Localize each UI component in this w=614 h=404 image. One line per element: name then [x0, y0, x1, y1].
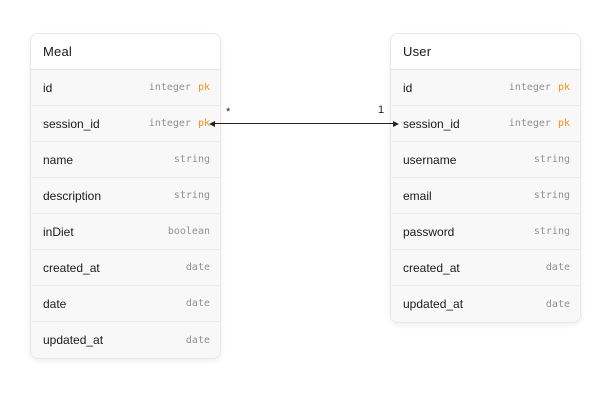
field-meta: string [174, 154, 210, 165]
field-meta: string [534, 154, 570, 165]
field-type: date [185, 298, 210, 309]
field-name: session_id [403, 116, 460, 131]
relationship-endpoint-one [393, 121, 399, 127]
field-name: email [403, 188, 432, 203]
primary-key-badge: pk [557, 82, 570, 93]
table-card-meal[interactable]: Meal id integer pk session_id integer pk name st… [30, 33, 221, 359]
field-meta: date [546, 299, 570, 310]
table-row[interactable]: session_id integer pk [31, 106, 220, 142]
table-title[interactable]: User [391, 34, 580, 70]
field-meta: date [186, 335, 210, 346]
field-meta: date [546, 262, 570, 273]
primary-key-badge: pk [557, 118, 570, 129]
table-card-user[interactable]: User id integer pk session_id integer pk userna… [390, 33, 581, 323]
field-name: password [403, 224, 455, 239]
relationship-line[interactable] [214, 123, 394, 124]
table-row[interactable]: updated_at date [31, 322, 220, 358]
field-meta: date [186, 262, 210, 273]
field-type: string [533, 226, 570, 237]
field-meta: integer pk [149, 118, 210, 129]
table-row[interactable]: id integer pk [31, 70, 220, 106]
field-name: updated_at [403, 297, 464, 311]
field-type: string [173, 154, 210, 165]
table-row[interactable]: email string [391, 178, 580, 214]
field-type: integer [148, 118, 191, 129]
field-meta: boolean [168, 226, 210, 237]
table-row[interactable]: inDiet boolean [31, 214, 220, 250]
field-name: inDiet [43, 224, 74, 239]
table-row[interactable]: description string [31, 178, 220, 214]
field-type: date [545, 262, 570, 273]
table-row[interactable]: id integer pk [391, 70, 580, 106]
field-type: date [545, 298, 570, 310]
cardinality-one-label: 1 [378, 104, 385, 116]
table-row[interactable]: created_at date [391, 250, 580, 286]
field-type: integer [508, 82, 551, 93]
primary-key-badge: pk [197, 82, 210, 93]
field-name: name [43, 152, 74, 167]
field-meta: integer pk [149, 82, 210, 93]
field-meta: date [186, 298, 210, 309]
primary-key-badge: pk [197, 118, 210, 129]
table-row[interactable]: password string [391, 214, 580, 250]
field-name: session_id [43, 116, 100, 131]
field-name: username [403, 152, 457, 167]
field-name: created_at [43, 260, 100, 275]
field-type: integer [508, 118, 551, 129]
table-row[interactable]: created_at date [31, 250, 220, 286]
field-type: date [185, 334, 210, 346]
table-row[interactable]: username string [391, 142, 580, 178]
field-name: created_at [403, 260, 460, 275]
table-row[interactable]: updated_at date [391, 286, 580, 322]
field-type: string [173, 190, 210, 201]
table-row[interactable]: name string [31, 142, 220, 178]
field-name: description [43, 188, 102, 203]
field-meta: string [534, 226, 570, 237]
field-type: string [533, 190, 570, 201]
field-meta: string [174, 190, 210, 201]
field-meta: integer pk [509, 118, 570, 129]
table-row[interactable]: date date [31, 286, 220, 322]
field-type: boolean [167, 226, 210, 237]
field-name: id [403, 80, 413, 95]
table-title[interactable]: Meal [31, 34, 220, 70]
field-name: date [43, 296, 67, 311]
table-row[interactable]: session_id integer pk [391, 106, 580, 142]
relationship-endpoint-many [209, 121, 215, 127]
field-meta: integer pk [509, 82, 570, 93]
field-name: id [43, 80, 53, 95]
field-type: date [185, 262, 210, 273]
field-meta: string [534, 190, 570, 201]
cardinality-many-label: * [226, 106, 231, 118]
field-type: integer [148, 82, 191, 93]
field-name: updated_at [43, 333, 104, 347]
field-type: string [533, 154, 570, 165]
